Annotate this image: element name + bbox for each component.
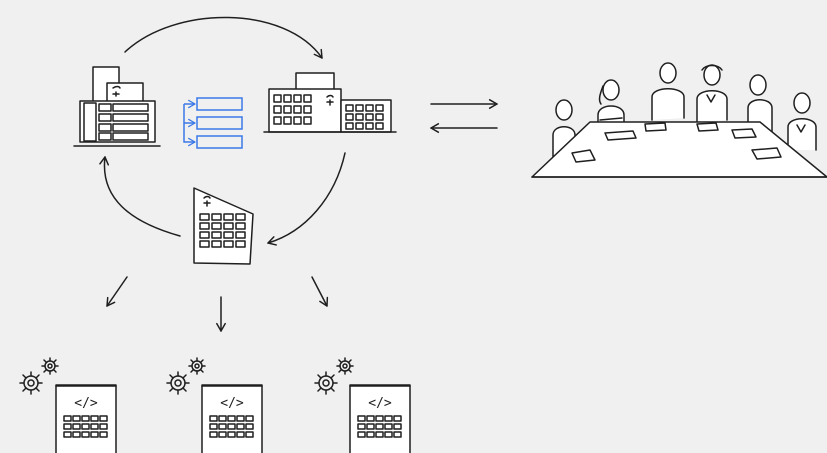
code-tag: </> [74, 396, 98, 411]
code-module: </> [166, 357, 263, 453]
code-window-icon: </> [55, 384, 117, 453]
arrow-down-right [311, 276, 329, 307]
gear-icon [188, 357, 206, 375]
office-building-icon [263, 72, 397, 133]
document-list-icon [183, 97, 243, 149]
cycle-arrow-right [267, 152, 346, 246]
gear-icon [336, 357, 354, 375]
person-icon [787, 92, 817, 151]
cycle-arrow-top [124, 16, 323, 59]
person-icon [651, 62, 685, 121]
cycle-arrow-left [99, 156, 181, 237]
code-tag: </> [368, 396, 392, 411]
gear-icon [41, 357, 59, 375]
code-window-icon: </> [201, 384, 263, 453]
code-module: </> [19, 357, 117, 453]
gear-icon [19, 371, 43, 395]
code-window-icon: </> [349, 384, 411, 453]
building-icon [73, 66, 161, 147]
tilted-building-icon [193, 187, 254, 265]
meeting-table-icon [531, 62, 827, 178]
gear-icon [314, 371, 338, 395]
code-module: </> [314, 357, 411, 453]
gear-icon [166, 371, 190, 395]
table-surface [531, 121, 827, 178]
code-tag: </> [220, 396, 244, 411]
person-icon [696, 64, 728, 123]
arrow-down-left [106, 276, 128, 307]
